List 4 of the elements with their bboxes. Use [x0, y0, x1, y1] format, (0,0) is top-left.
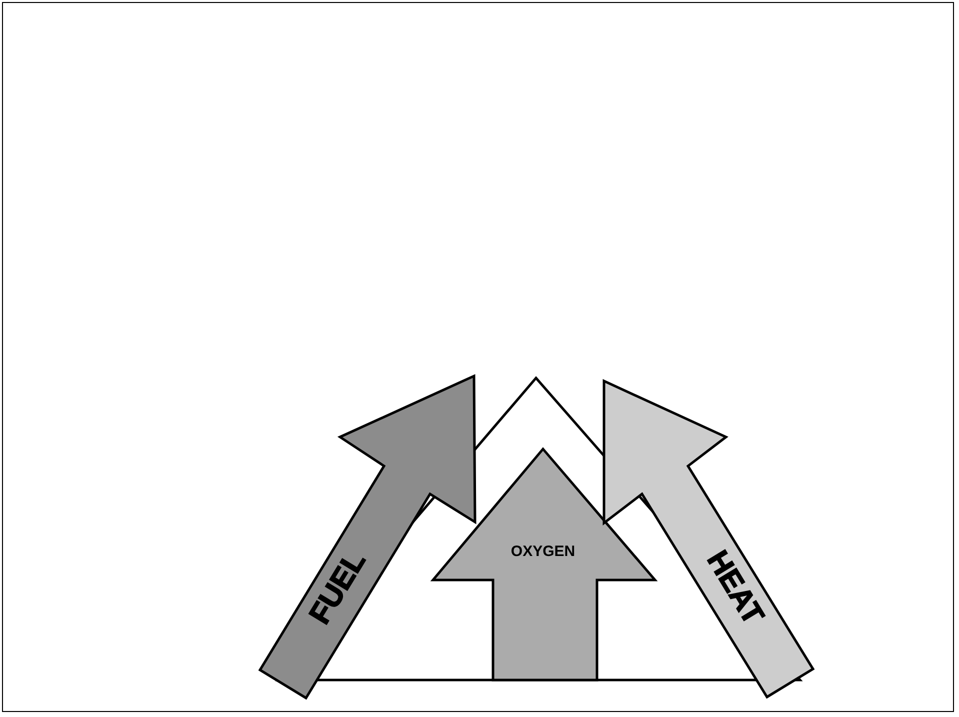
arrow-shape: [260, 376, 475, 698]
arrow-label: OXYGEN: [510, 542, 576, 560]
arrow-shape: [433, 449, 655, 680]
arrow-shape: [604, 381, 813, 697]
